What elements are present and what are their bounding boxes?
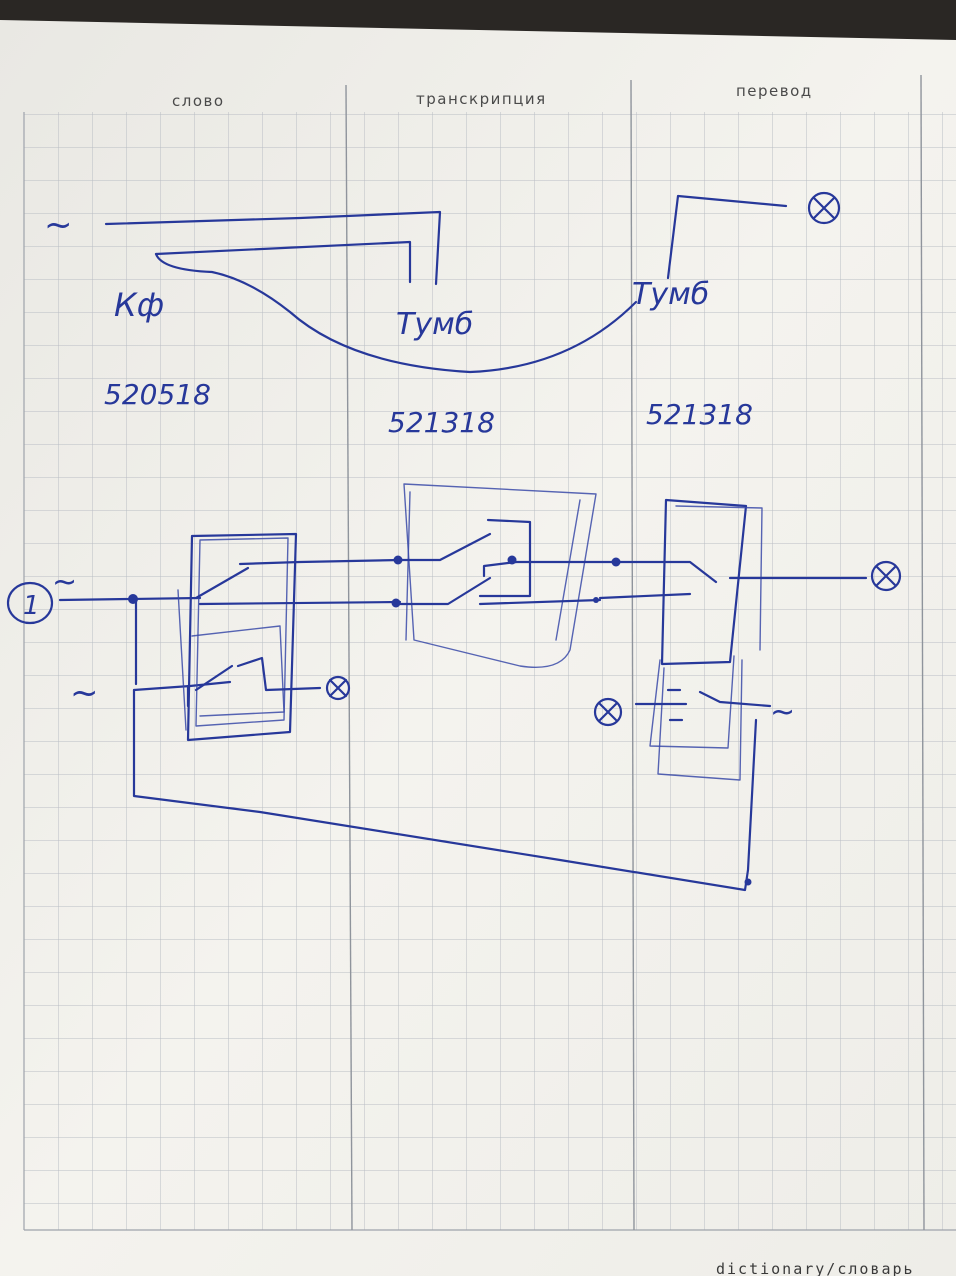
tilde-left-top: ~ <box>52 565 77 600</box>
tilde-right: ~ <box>770 695 795 730</box>
header-word: слово <box>172 92 225 110</box>
label-tumb-1: Тумб <box>396 307 473 342</box>
grid-area <box>23 74 956 1231</box>
header-translation: перевод <box>736 82 813 100</box>
column-divider-1 <box>345 84 353 1231</box>
upper-wiring-sketch: ~ Кф Тумб Тумб 520518 521318 521318 <box>44 191 841 439</box>
switch-box-right <box>598 498 868 781</box>
footer-brand: dictionary/словарь <box>716 1260 915 1276</box>
number-1: 520518 <box>104 378 211 411</box>
lower-circuit-sketch: 1 ~ ~ ~ <box>6 483 902 892</box>
lamp-symbol-right <box>870 560 902 592</box>
column-divider-3 <box>920 74 925 1231</box>
label-tumb-2: Тумб <box>632 277 709 312</box>
lamp-symbol-left <box>325 675 351 701</box>
circled-number: 1 <box>6 581 54 625</box>
number-2: 521318 <box>388 406 495 439</box>
header-transcription: транскрипция <box>416 90 547 108</box>
tilde-upper: ~ <box>44 205 73 245</box>
lamp-symbol-bottom-right <box>593 697 623 727</box>
tilde-left-bottom: ~ <box>70 673 99 713</box>
switch-box-middle <box>391 483 618 668</box>
switch-box-left <box>177 532 402 742</box>
column-divider-2 <box>630 79 635 1231</box>
number-3: 521318 <box>646 398 753 431</box>
circled-number-text: 1 <box>23 591 40 621</box>
label-kf: Кф <box>114 286 164 324</box>
lamp-symbol-top <box>807 191 841 225</box>
